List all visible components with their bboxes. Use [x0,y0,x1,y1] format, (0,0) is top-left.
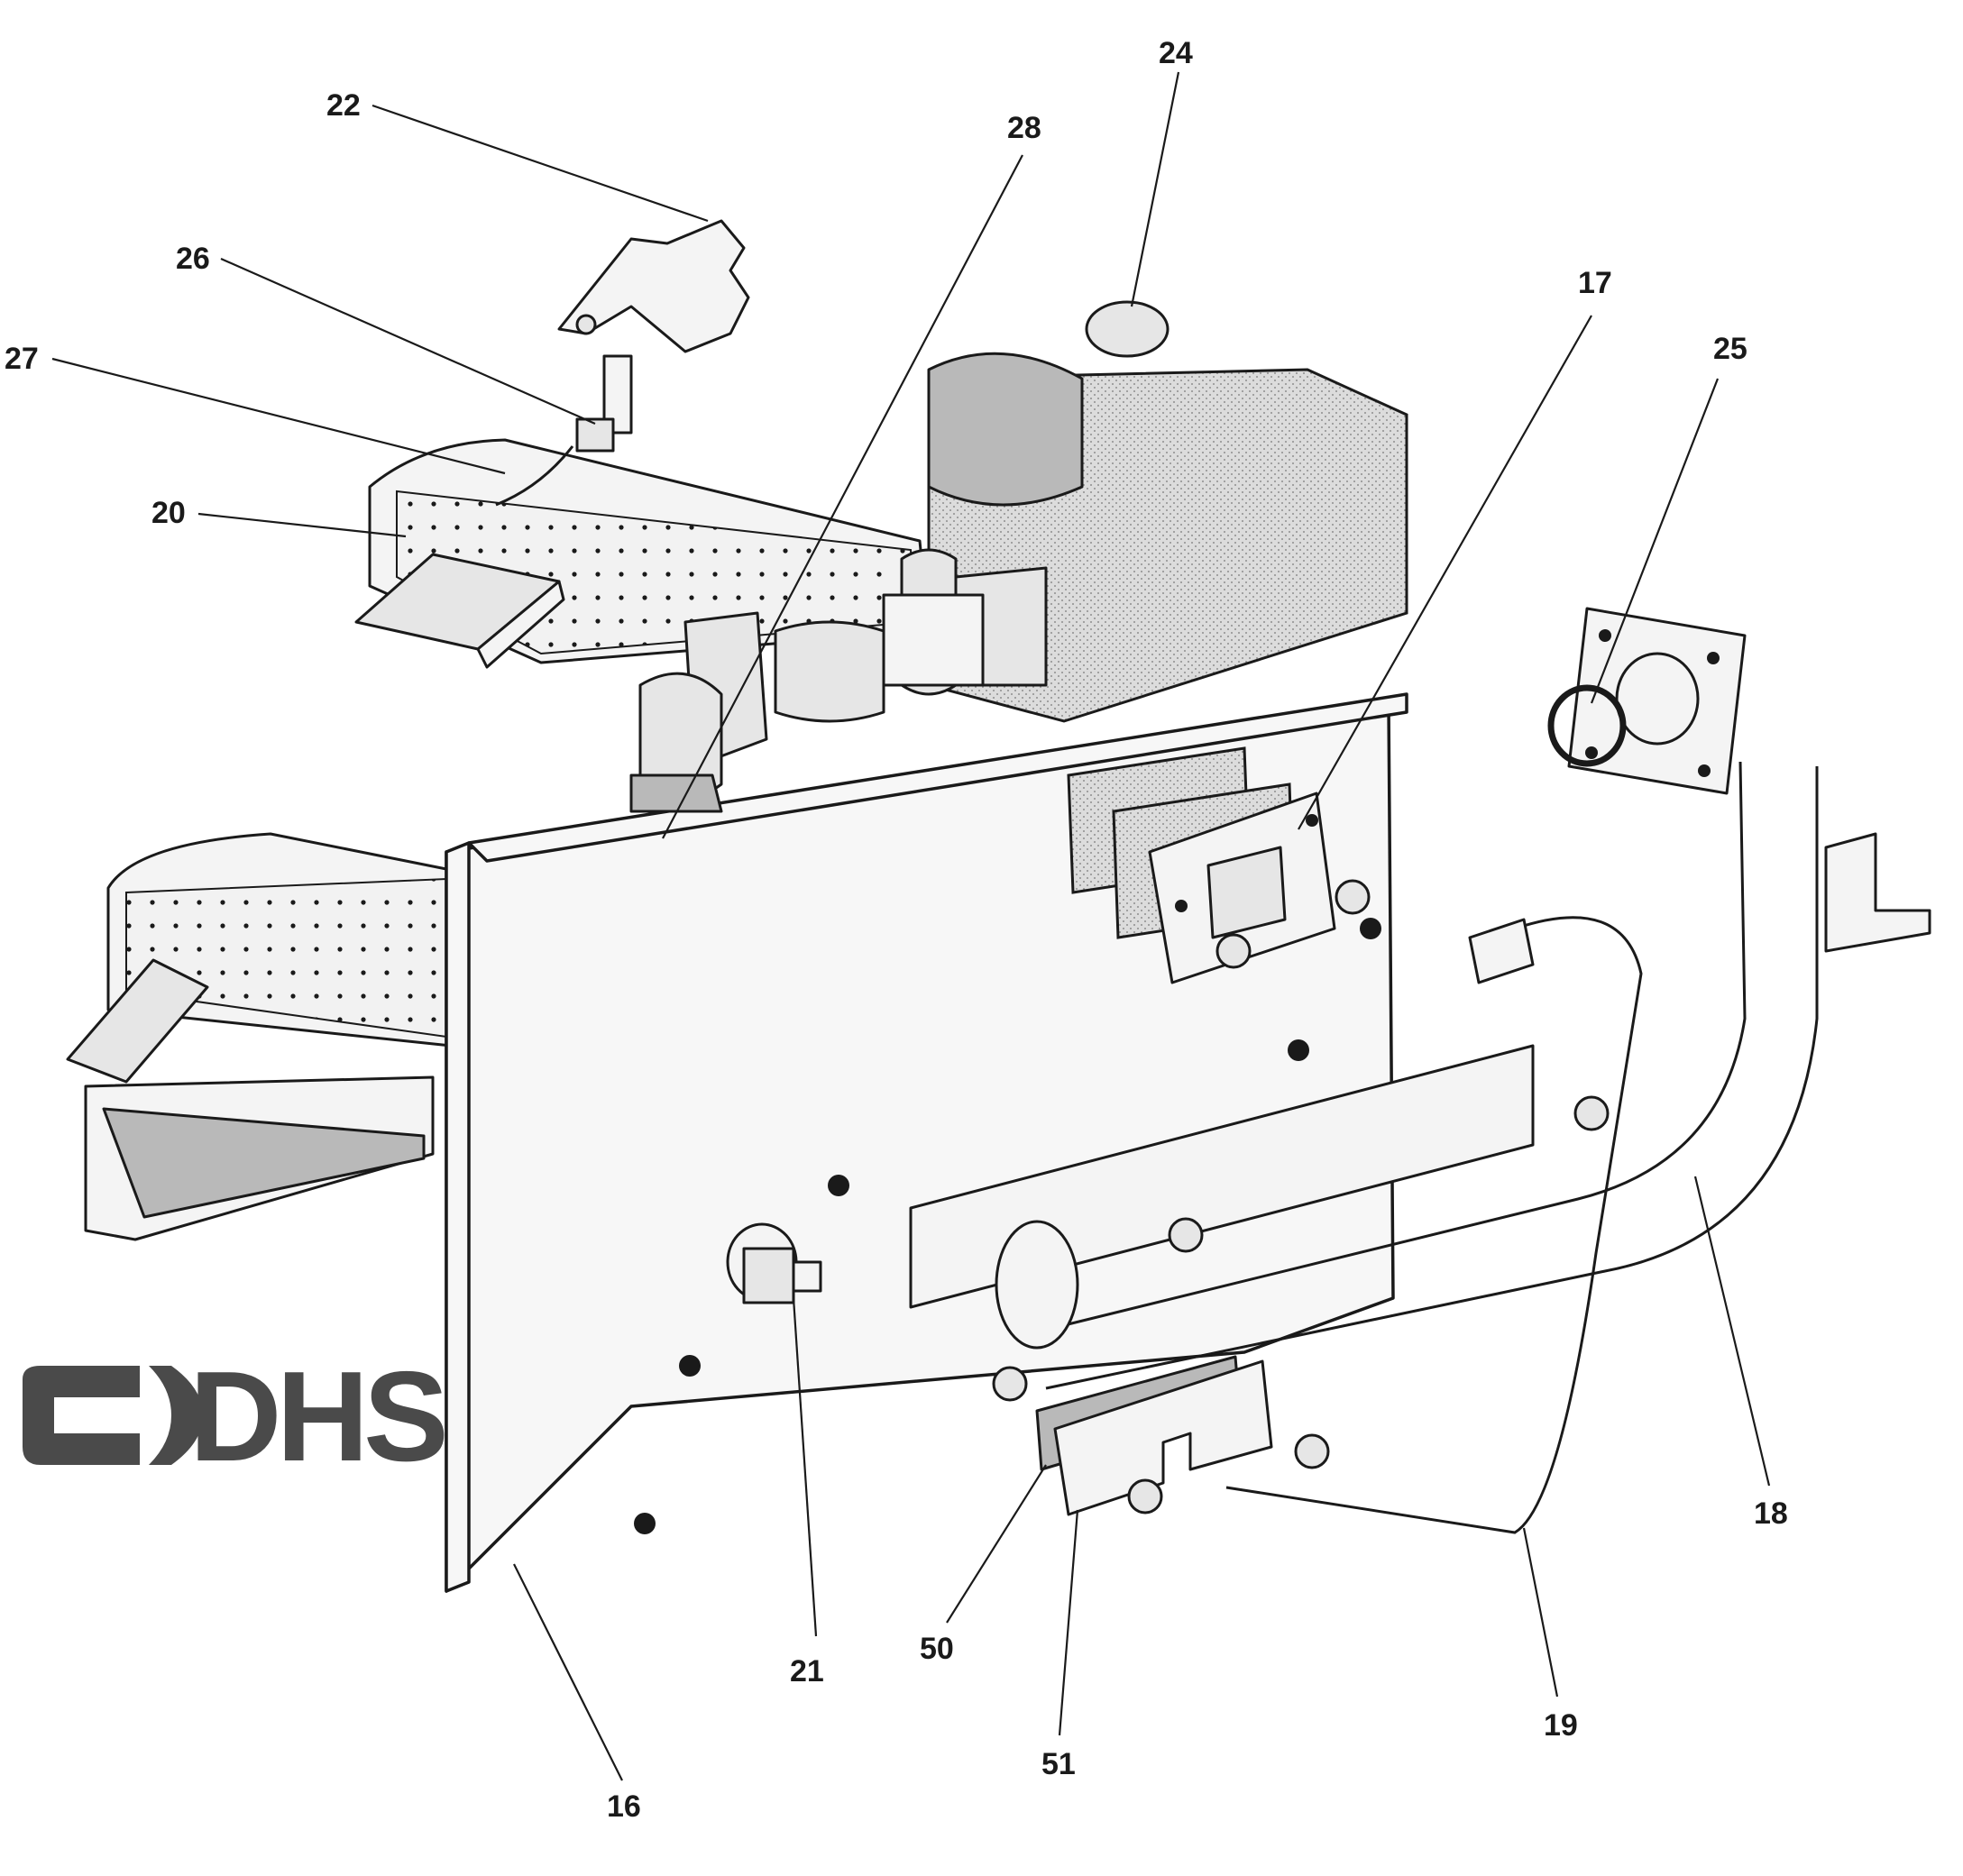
side-bracket [1824,832,1931,953]
callout-17: 17 [1578,266,1612,300]
pilot-pipe-19 [1225,916,1643,1534]
hex-nuts [992,879,1610,1515]
callout-19: 19 [1544,1708,1578,1743]
logo-text: DHS [189,1345,445,1488]
viewing-window-17 [1067,746,1336,984]
callout-51: 51 [1041,1747,1076,1781]
callout-22: 22 [326,88,361,123]
callout-labels: 22 24 28 26 27 17 25 20 18 21 50 19 51 1… [5,36,1788,1824]
leader-lines [51,71,1771,1781]
callout-20: 20 [151,496,186,530]
clamp-plate-51 [1053,1359,1273,1516]
callout-16: 16 [607,1789,641,1824]
gas-valve [900,300,1408,723]
logo-arrow-icon [23,1366,203,1465]
callout-25: 25 [1713,332,1747,366]
callout-26: 26 [176,242,210,276]
callout-21: 21 [790,1654,824,1688]
pilot-tube-27 [495,445,574,507]
callout-50: 50 [920,1632,954,1666]
callout-24: 24 [1159,36,1193,70]
pilot-bracket-22 [557,219,750,353]
burner-bar-lower [66,832,453,1241]
manifold-tube-18 [909,761,1819,1390]
burner-bar-upper [354,438,931,669]
pipe-flange-25 [1547,607,1747,795]
dhs-logo: DHS [23,1345,450,1488]
pilot-electrode-26 [575,354,633,453]
callout-28: 28 [1007,111,1041,145]
callout-27: 27 [5,342,39,376]
callout-18: 18 [1754,1496,1788,1531]
